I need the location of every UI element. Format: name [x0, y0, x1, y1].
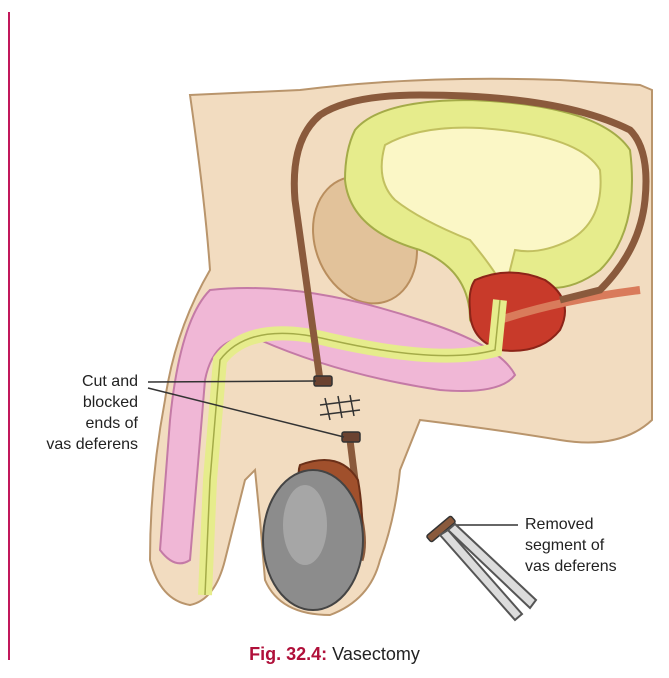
label-line: Removed	[525, 514, 617, 535]
label-removed-segment: Removed segment of vas deferens	[525, 514, 617, 577]
label-line: vas deferens	[525, 556, 617, 577]
testis-highlight	[283, 485, 327, 565]
caption-prefix: Fig. 32.4:	[249, 644, 327, 664]
cut-end-lower	[342, 432, 360, 442]
figure-caption: Fig. 32.4: Vasectomy	[0, 644, 669, 665]
label-line: vas deferens	[46, 434, 138, 455]
label-line: ends of	[46, 413, 138, 434]
label-line: blocked	[46, 392, 138, 413]
label-line: Cut and	[46, 371, 138, 392]
label-line: segment of	[525, 535, 617, 556]
leader-line-upper	[148, 381, 316, 382]
cut-end-upper	[314, 376, 332, 386]
caption-title: Vasectomy	[332, 644, 420, 664]
label-cut-blocked-ends: Cut and blocked ends of vas deferens	[46, 371, 138, 455]
forceps	[440, 524, 536, 620]
